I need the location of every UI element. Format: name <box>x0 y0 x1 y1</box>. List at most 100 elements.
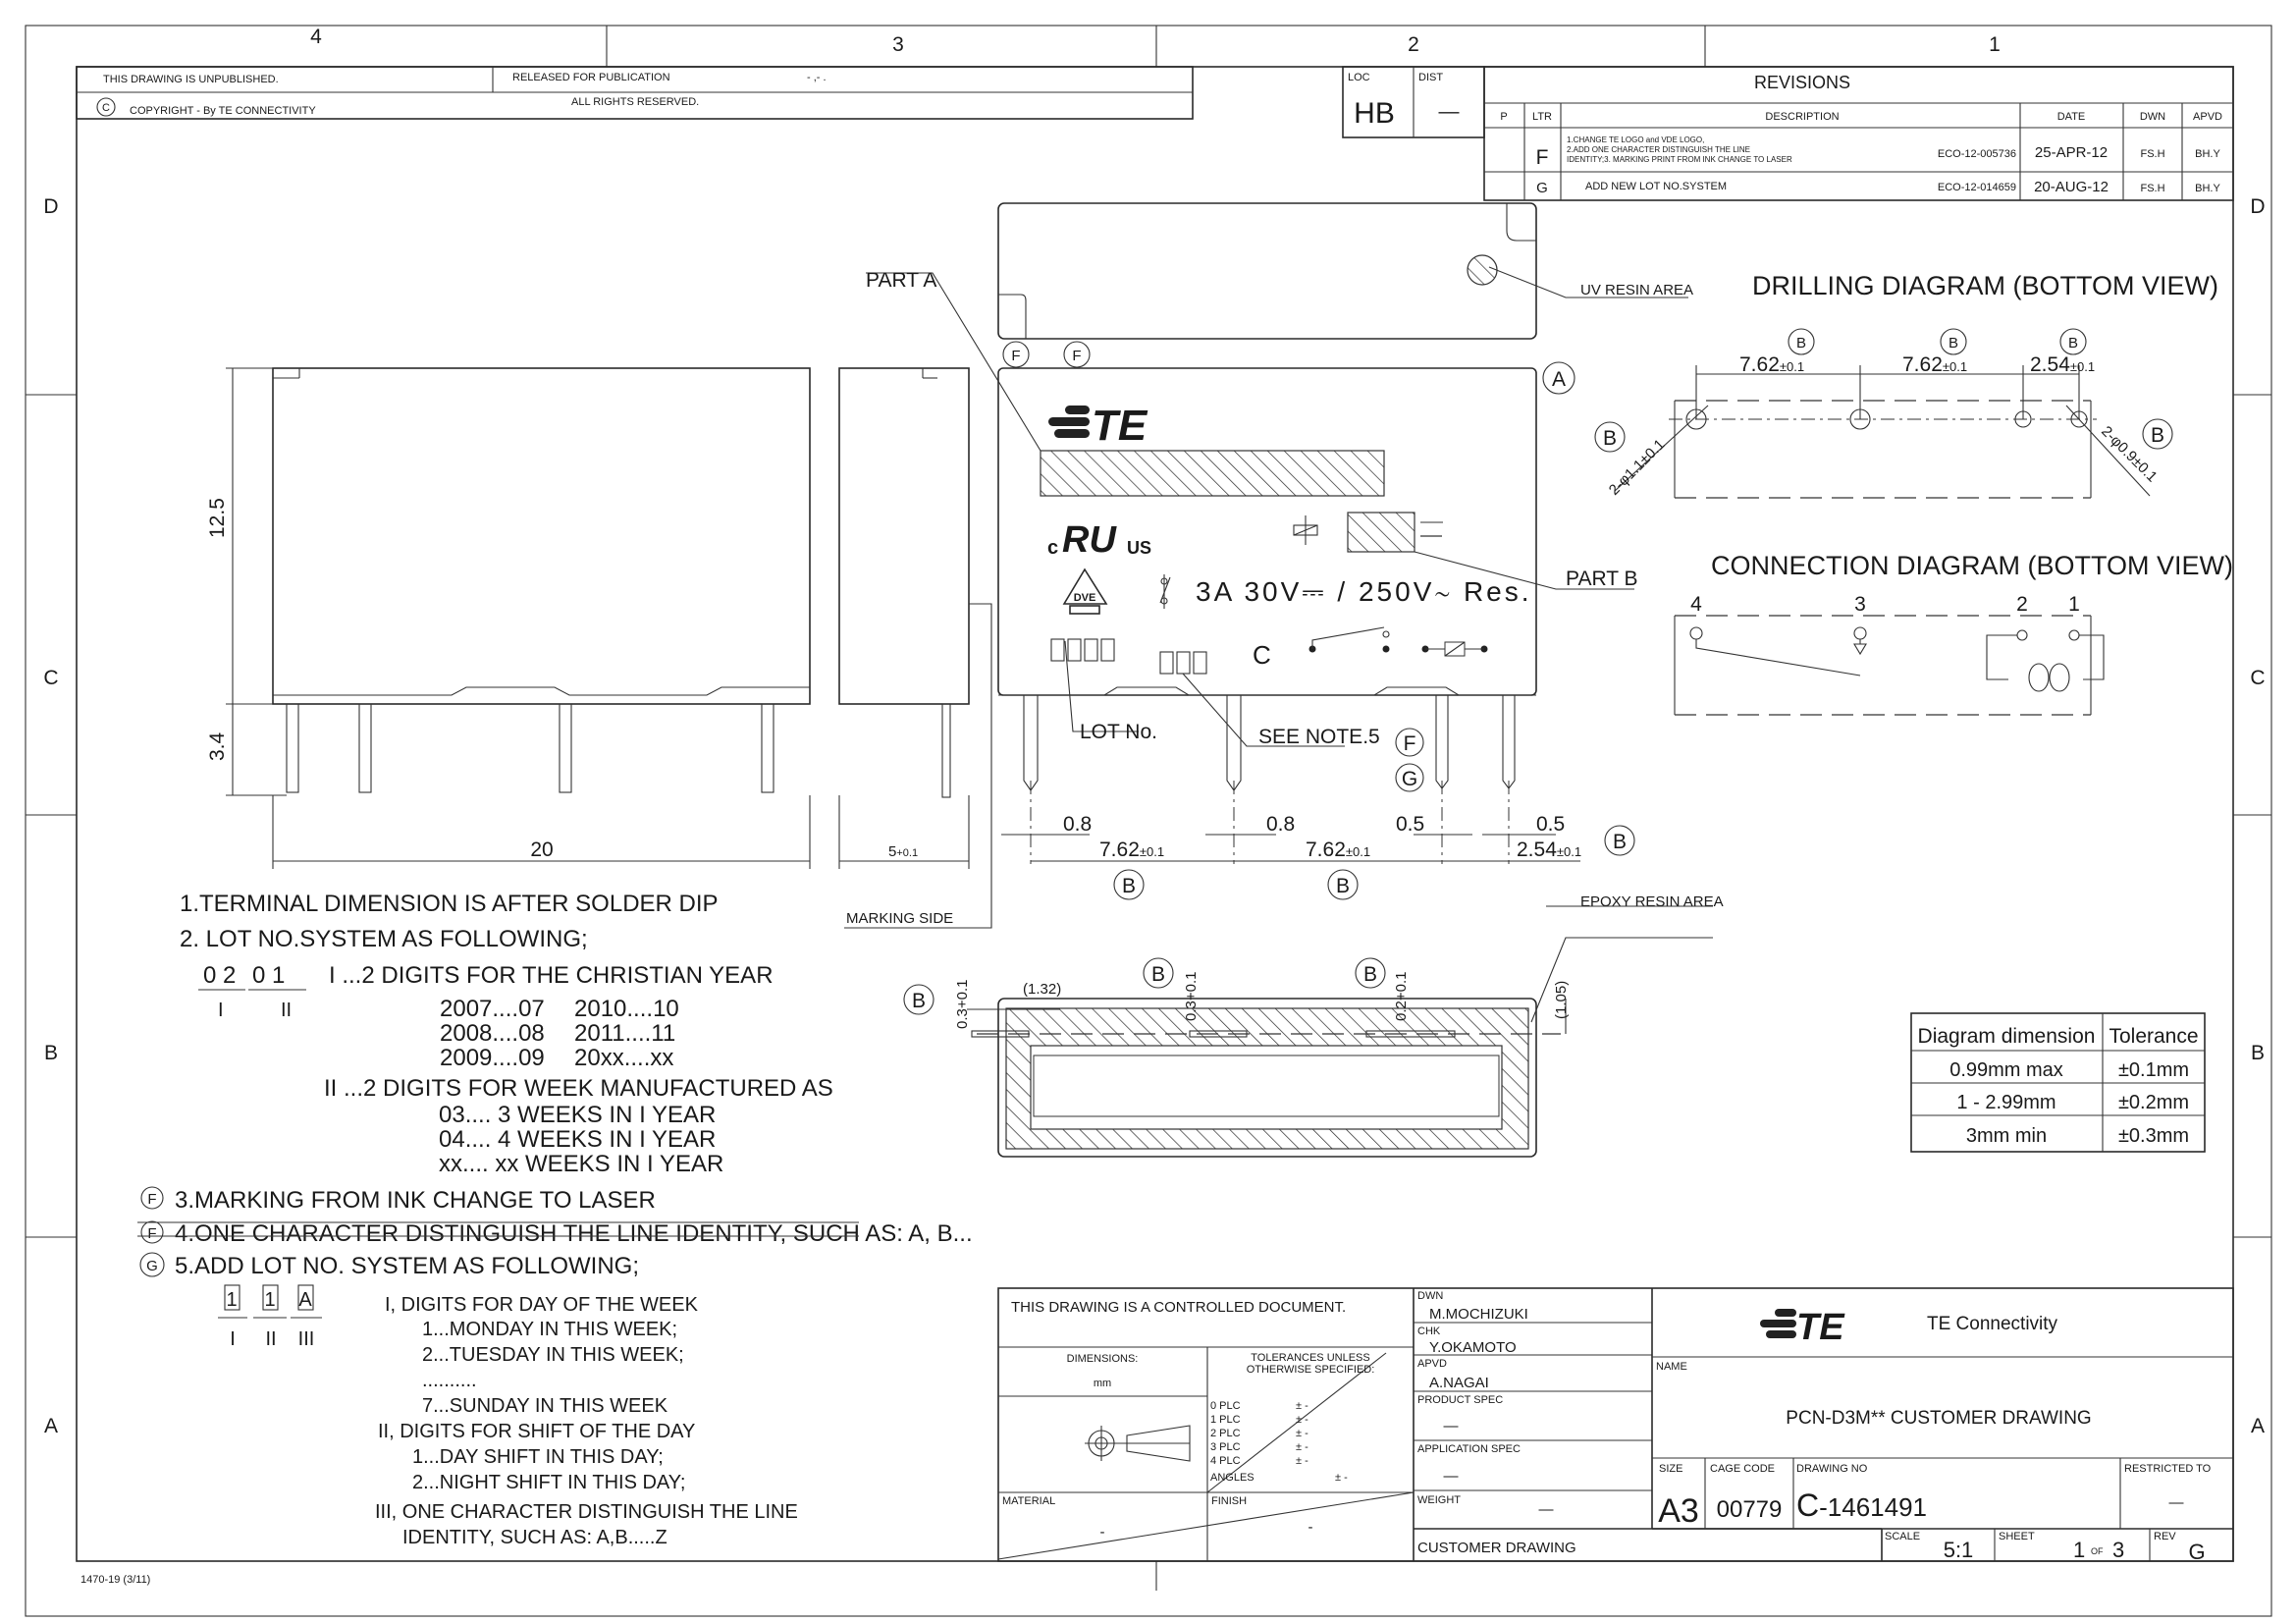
dim-width: 5+0.1 <box>888 843 918 860</box>
rev-desc: 2.ADD ONE CHARACTER DISTINGUISH THE LINE <box>1567 145 1750 154</box>
tol-cell: ±0.3mm <box>2118 1125 2189 1147</box>
released-text: RELEASED FOR PUBLICATION <box>512 72 670 83</box>
material-value: - <box>1100 1524 1105 1541</box>
logo-text: TE <box>1796 1307 1845 1348</box>
dim-pitch: 2.54±0.1 <box>2030 353 2095 376</box>
zone-label: 1 <box>1989 33 2001 56</box>
note-5-line: 2...NIGHT SHIFT IN THIS DAY; <box>412 1472 685 1493</box>
pin <box>559 703 572 793</box>
uv-resin-label: UV RESIN AREA <box>1580 282 1693 298</box>
revision-b-marker: B <box>1336 875 1350 897</box>
application-spec-label: APPLICATION SPEC <box>1417 1443 1521 1455</box>
vde-mark: DVE <box>1062 568 1108 615</box>
year-code: 2007....07 <box>440 996 545 1022</box>
dim-thickness: 0.2+0.1 <box>1393 972 1410 1021</box>
title-block: THIS DRAWING IS A CONTROLLED DOCUMENT. D… <box>997 1287 2234 1564</box>
ul-logo: RU <box>1062 519 1117 561</box>
copyright-text: COPYRIGHT - By TE CONNECTIVITY <box>130 105 316 117</box>
outer-border <box>25 25 2272 1617</box>
zone-label: C <box>2250 667 2265 689</box>
part-a-marking-area <box>1040 450 1385 497</box>
angles-label: ANGLES <box>1210 1472 1255 1484</box>
revision-g-marker: G <box>1402 768 1417 790</box>
rev-label: REV <box>2154 1531 2176 1542</box>
dimensions-label: DIMENSIONS: <box>1067 1353 1139 1365</box>
ul-c: c <box>1047 537 1058 559</box>
plc-label: 3 PLC <box>1210 1441 1241 1453</box>
cage-code-value: 00779 <box>1717 1496 1783 1523</box>
sheet-label: SHEET <box>1999 1531 2035 1542</box>
plc-value: ± - <box>1335 1472 1348 1484</box>
roman-label: I <box>218 1000 224 1021</box>
cage-code-label: CAGE CODE <box>1710 1463 1775 1475</box>
zone-label: B <box>44 1042 58 1064</box>
drilling-diagram: DRILLING DIAGRAM (BOTTOM VIEW) 7.62±0.1 … <box>1594 271 2218 499</box>
revision-f-marker: F <box>1011 348 1020 364</box>
note-3: 3.MARKING FROM INK CHANGE TO LASER <box>175 1187 656 1214</box>
zone-label: 4 <box>310 26 322 48</box>
dim-pin-length: 3.4 <box>206 731 229 761</box>
company-name: TE Connectivity <box>1927 1314 2058 1334</box>
drawing-no-label: DRAWING NO <box>1796 1463 1868 1475</box>
application-spec-value: — <box>1444 1468 1459 1485</box>
revisions-table: REVISIONS P LTR DESCRIPTION DATE DWN APV… <box>1483 66 2234 201</box>
drawing-frame: 4 3 2 1 D C B A D C B A 1470-19 (3/11) <box>25 25 2272 1617</box>
revision-b-marker: B <box>1151 963 1165 986</box>
pin-number: 3 <box>1854 593 1866 616</box>
rev-desc: IDENTITY;3. MARKING PRINT FROM INK CHANG… <box>1567 155 1792 164</box>
dim-length: 20 <box>530 839 553 861</box>
name-label: NAME <box>1656 1361 1687 1373</box>
controlled-document: THIS DRAWING IS A CONTROLLED DOCUMENT. <box>1011 1299 1346 1316</box>
plc-label: 4 PLC <box>1210 1455 1241 1467</box>
dwn-label: DWN <box>1417 1290 1443 1302</box>
part-b-label: PART B <box>1566 568 1638 590</box>
note-4-struck: 4.ONE CHARACTER DISTINGUISH THE LINE IDE… <box>175 1220 973 1247</box>
dim-offset: (1.32) <box>1023 981 1061 998</box>
tol-header: Diagram dimension <box>1918 1025 2096 1048</box>
ul-us: US <box>1127 538 1151 558</box>
note-5-line: 1...DAY SHIFT IN THIS DAY; <box>412 1446 664 1468</box>
dwn-value: M.MOCHIZUKI <box>1429 1306 1528 1323</box>
zone-label: A <box>44 1415 58 1437</box>
rev-desc: ADD NEW LOT NO.SYSTEM <box>1585 181 1727 192</box>
top-view: UV RESIN AREA <box>997 202 1693 340</box>
epoxy-resin-label: EPOXY RESIN AREA <box>1580 893 1724 910</box>
chk-value: Y.OKAMOTO <box>1429 1339 1517 1356</box>
rev-eco: ECO-12-005736 <box>1938 148 2016 160</box>
zone-label: 3 <box>892 33 904 56</box>
zone-label: A <box>2251 1415 2265 1437</box>
revision-b-marker: B <box>1603 427 1617 450</box>
col-header: P <box>1500 111 1507 123</box>
size-label: SIZE <box>1659 1463 1682 1475</box>
revision-f-marker: F <box>1072 348 1081 364</box>
contact-symbol <box>1159 574 1171 609</box>
week-description: II ...2 DIGITS FOR WEEK MANUFACTURED AS <box>324 1075 833 1102</box>
pin <box>941 703 951 798</box>
rev-ltr: F <box>1536 146 1549 169</box>
revision-b-marker: B <box>1122 875 1136 897</box>
copyright-icon <box>96 97 116 117</box>
year-description: I ...2 DIGITS FOR THE CHRISTIAN YEAR <box>329 962 774 989</box>
dim-thickness: 0.3+0.1 <box>954 980 971 1029</box>
tol-cell: 3mm min <box>1966 1125 2047 1147</box>
week-code: 03.... 3 WEEKS IN I YEAR <box>439 1102 716 1128</box>
col-header: DATE <box>2057 111 2086 123</box>
drilling-title: DRILLING DIAGRAM (BOTTOM VIEW) <box>1752 271 2218 300</box>
tol-cell: ±0.2mm <box>2118 1092 2189 1113</box>
finish-label: FINISH <box>1211 1495 1247 1507</box>
zone-label: C <box>43 667 58 689</box>
drawing-no-value: C-1461491 <box>1796 1488 1927 1523</box>
dimensions-unit: mm <box>1094 1378 1111 1389</box>
week-code: xx.... xx WEEKS IN I YEAR <box>439 1151 723 1177</box>
zone-label: D <box>2250 195 2265 218</box>
col-header: LTR <box>1532 111 1552 123</box>
pin-number: 1 <box>2068 593 2080 616</box>
revision-g-marker: G <box>146 1258 158 1274</box>
year-code: 2010....10 <box>574 996 679 1022</box>
sheet-of: OF <box>2091 1546 2104 1556</box>
te-logo: TE <box>1760 1307 1845 1348</box>
dist-label: DIST <box>1418 72 1443 83</box>
rev-date: 20-AUG-12 <box>2034 179 2109 195</box>
col-header: DWN <box>2140 111 2165 123</box>
section-view: EPOXY RESIN AREA (1.32) 0.3+0.1 0.3+0.1 … <box>903 893 1724 1158</box>
